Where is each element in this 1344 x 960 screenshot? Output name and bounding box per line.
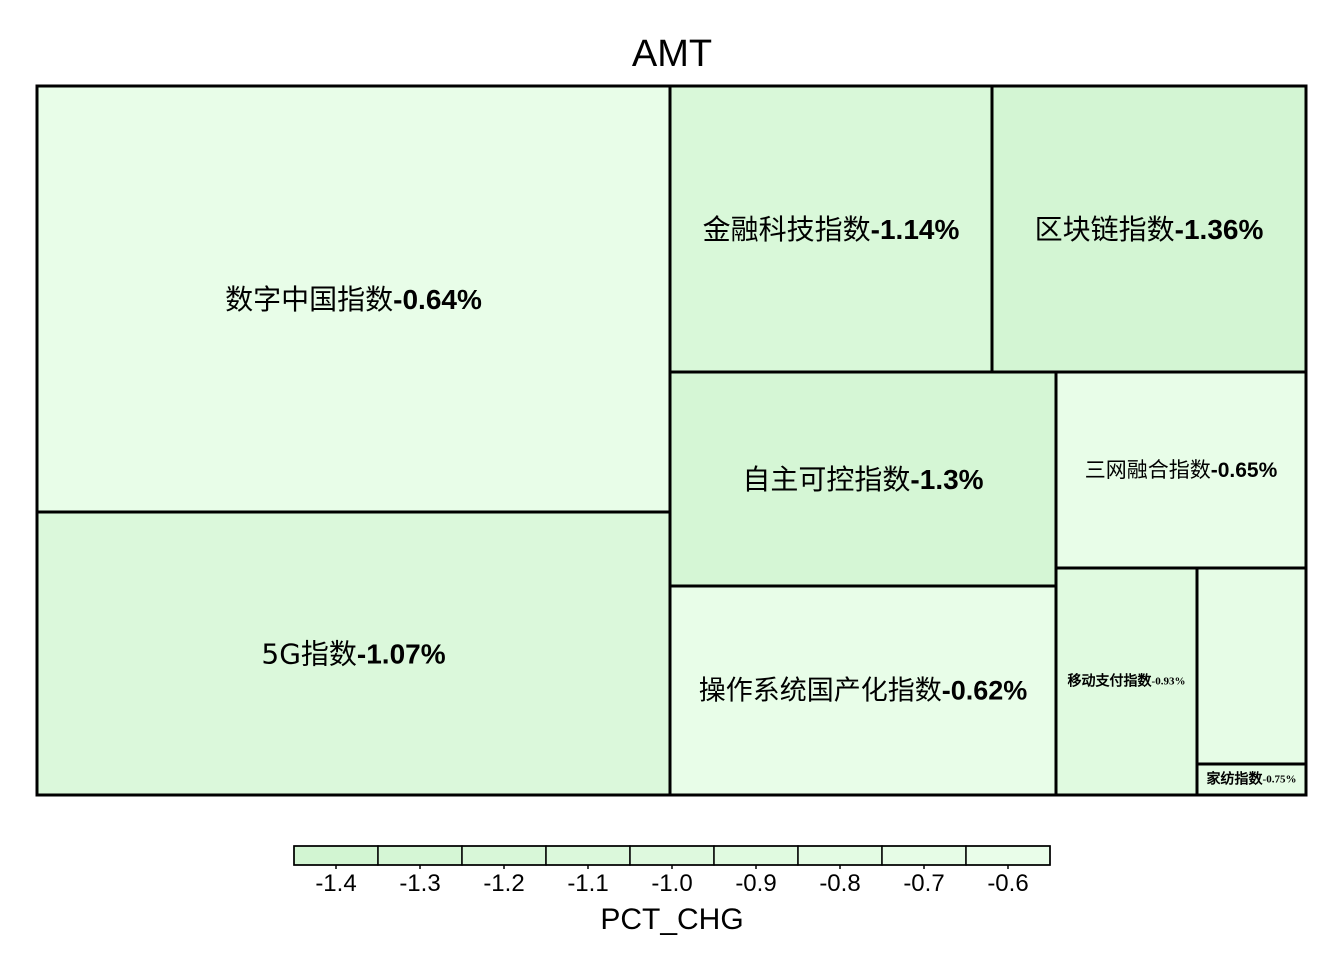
tile-value: -0.64% xyxy=(393,284,482,315)
legend-tick-label: -0.7 xyxy=(903,870,944,897)
legend-swatch xyxy=(713,845,799,866)
treemap-tile-label: 操作系统国产化指数-0.62% xyxy=(699,675,1028,706)
tile-value: -0.75% xyxy=(1263,774,1297,786)
treemap-tile-rect xyxy=(668,84,994,374)
treemap-tiles: 数字中国指数-0.64%5G指数-1.07%金融科技指数-1.14%区块链指数-… xyxy=(35,84,1308,797)
treemap-tile-label: 区块链指数-1.36% xyxy=(1035,213,1264,246)
legend-swatch xyxy=(545,845,631,866)
treemap-tile-label: 数字中国指数-0.64% xyxy=(225,283,482,316)
treemap-tile-rect xyxy=(1054,566,1199,797)
tile-name: 家纺指数 xyxy=(1207,771,1264,788)
legend-swatch xyxy=(797,845,883,866)
tile-value: -1.07% xyxy=(357,638,446,669)
tile-name: 金融科技指数 xyxy=(703,213,871,246)
treemap-tile-rect xyxy=(1054,370,1308,570)
legend-swatch xyxy=(965,845,1051,866)
legend-tick-label: -1.1 xyxy=(567,870,608,897)
treemap-tile-rect xyxy=(1195,566,1308,766)
tile-name: 移动支付指数 xyxy=(1068,673,1153,690)
treemap-tile: 家纺指数-0.75% xyxy=(1195,762,1308,797)
legend-tick-label: -1.3 xyxy=(399,870,440,897)
tile-value: -1.36% xyxy=(1175,214,1264,245)
tile-value: -0.93% xyxy=(1152,676,1186,688)
tile-name: 区块链指数 xyxy=(1035,213,1175,246)
treemap-tile: 5G指数-1.07% xyxy=(35,510,672,797)
tile-name: 操作系统国产化指数 xyxy=(699,675,942,706)
legend-tick-label: -0.6 xyxy=(987,870,1028,897)
treemap-tile: 数字中国指数-0.64% xyxy=(35,84,672,514)
treemap-tile-label: 家纺指数-0.75% xyxy=(1207,771,1297,788)
color-legend: -1.4 -1.3 -1.2 -1.1 -1.0 -0.9 -0.8 -0.7 -0.6 xyxy=(293,845,1051,897)
treemap-tile xyxy=(1195,566,1308,766)
legend-swatch xyxy=(461,845,547,866)
treemap-tile-rect xyxy=(668,584,1058,797)
legend-tick-label: -1.0 xyxy=(651,870,692,897)
treemap-tile-label: 金融科技指数-1.14% xyxy=(703,213,960,246)
treemap-tile: 金融科技指数-1.14% xyxy=(668,84,994,374)
treemap-tile-label: 三网融合指数-0.65% xyxy=(1085,458,1278,482)
tile-value: -0.62% xyxy=(942,676,1028,706)
treemap-tile: 移动支付指数-0.93% xyxy=(1054,566,1199,797)
tile-value: -0.65% xyxy=(1211,459,1278,482)
legend-tick-label: -1.2 xyxy=(483,870,524,897)
treemap-tile: 三网融合指数-0.65% xyxy=(1054,370,1308,570)
treemap-tile-rect xyxy=(1195,762,1308,797)
chart-title: AMT xyxy=(631,33,713,75)
tile-name: 自主可控指数 xyxy=(742,463,910,496)
treemap-tile-label: 自主可控指数-1.3% xyxy=(742,463,983,496)
legend-swatch xyxy=(377,845,463,866)
treemap-tile-rect xyxy=(990,84,1308,374)
treemap-tile-rect xyxy=(35,84,672,514)
legend-tick-label: -0.9 xyxy=(735,870,776,897)
tile-name: 5G指数 xyxy=(261,637,357,670)
treemap-tile-rect xyxy=(35,510,672,797)
legend-swatch xyxy=(293,845,379,866)
legend-bar xyxy=(293,845,1051,866)
tile-name: 三网融合指数 xyxy=(1085,458,1211,482)
treemap-tile-label: 移动支付指数-0.93% xyxy=(1068,673,1186,690)
legend-swatch xyxy=(881,845,967,866)
legend-swatch xyxy=(629,845,715,866)
tile-value: -1.3% xyxy=(910,464,983,495)
treemap-tile: 操作系统国产化指数-0.62% xyxy=(668,584,1058,797)
treemap-tile-label: 5G指数-1.07% xyxy=(261,637,445,670)
tile-value: -1.14% xyxy=(871,214,960,245)
legend-title: PCT_CHG xyxy=(600,903,744,936)
legend-tick-label: -0.8 xyxy=(819,870,860,897)
treemap-tile: 区块链指数-1.36% xyxy=(990,84,1308,374)
treemap-tile: 自主可控指数-1.3% xyxy=(668,370,1058,588)
legend-tick-label: -1.4 xyxy=(315,870,356,897)
tile-name: 数字中国指数 xyxy=(225,283,393,316)
